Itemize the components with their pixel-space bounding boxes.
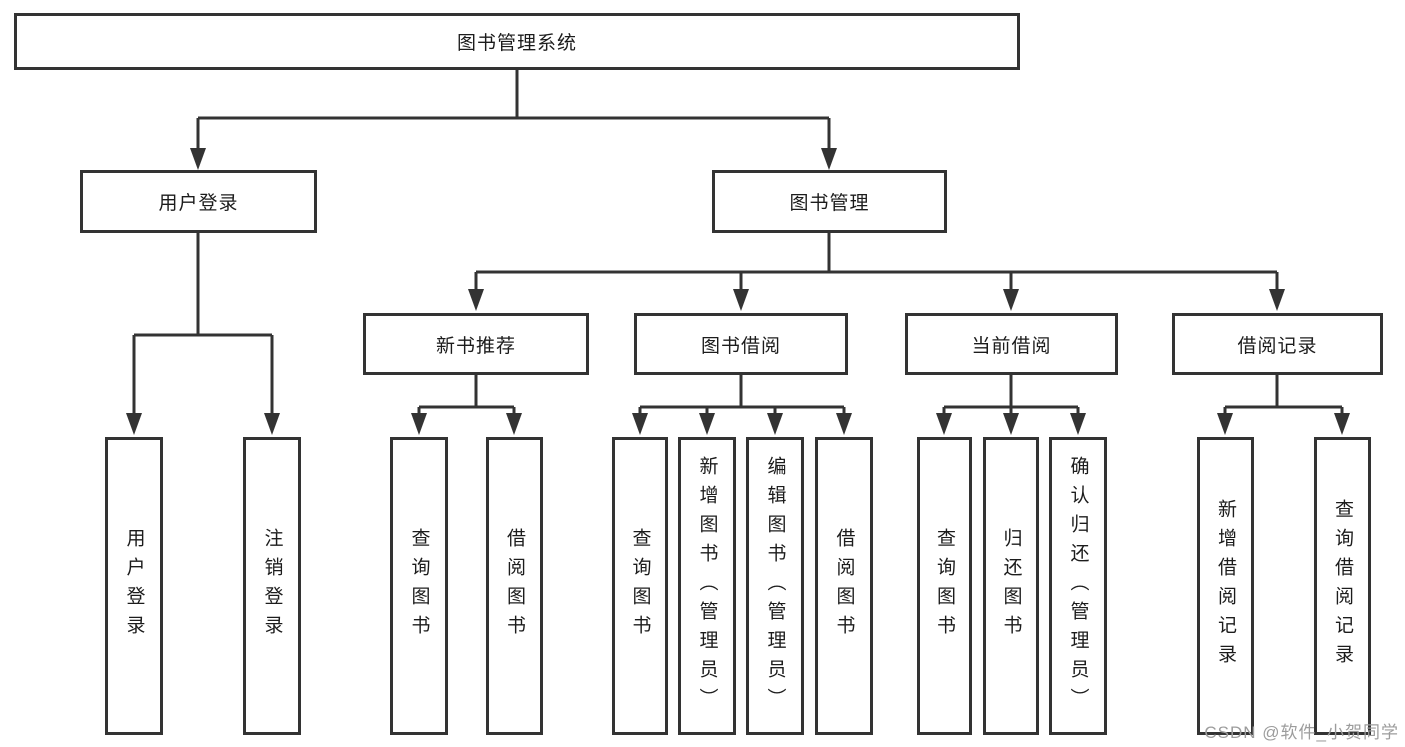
- leaf-borrow-books-borrow: 借阅图书: [815, 437, 873, 735]
- leaf-user-login: 用户登录: [105, 437, 163, 735]
- leaf-borrow-books-recommend: 借阅图书: [486, 437, 543, 735]
- leaf-query-books-borrow: 查询图书: [612, 437, 668, 735]
- leaf-edit-books-admin: 编辑图书（管理员）: [746, 437, 804, 735]
- node-current-borrow: 当前借阅: [905, 313, 1118, 375]
- leaf-confirm-return-admin: 确认归还（管理员）: [1049, 437, 1107, 735]
- leaf-add-books-admin: 新增图书（管理员）: [678, 437, 736, 735]
- node-new-book-recommend: 新书推荐: [363, 313, 589, 375]
- node-borrow-records: 借阅记录: [1172, 313, 1383, 375]
- node-user-login: 用户登录: [80, 170, 317, 233]
- leaf-query-borrow-record: 查询借阅记录: [1314, 437, 1371, 735]
- leaf-add-borrow-record: 新增借阅记录: [1197, 437, 1254, 735]
- csdn-watermark: CSDN @软件_小贺同学: [1204, 723, 1399, 742]
- node-book-borrow: 图书借阅: [634, 313, 848, 375]
- leaf-query-books-current: 查询图书: [917, 437, 972, 735]
- node-system-root: 图书管理系统: [14, 13, 1020, 70]
- node-book-management: 图书管理: [712, 170, 947, 233]
- leaf-return-books: 归还图书: [983, 437, 1039, 735]
- leaf-query-books-recommend: 查询图书: [390, 437, 448, 735]
- leaf-logout-login: 注销登录: [243, 437, 301, 735]
